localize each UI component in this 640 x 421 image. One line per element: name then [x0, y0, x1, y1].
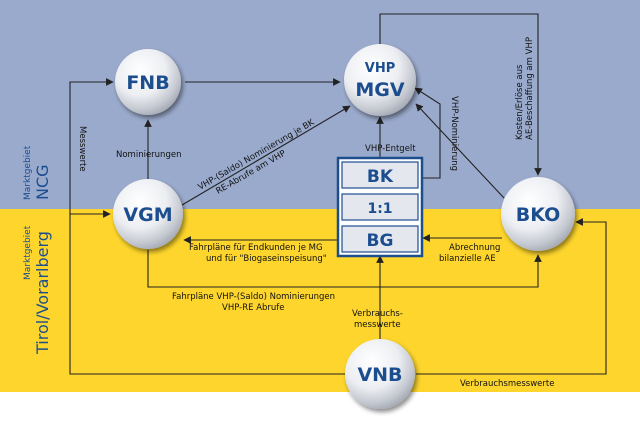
label-fahrplaene-vhp-1: Fahrpläne VHP-(Saldo) Nominierungen [172, 292, 335, 302]
label-nominierungen: Nominierungen [116, 150, 181, 160]
node-mgv [344, 44, 416, 116]
central-stack [336, 156, 424, 258]
bottom-strip [0, 392, 640, 421]
label-verbrauchsmesswerte: Verbrauchsmesswerte [460, 379, 554, 389]
node-mgv-label-bottom: MGV [355, 79, 405, 101]
arrow-vgm-mgv [181, 105, 351, 206]
arrow-kosten [379, 13, 542, 176]
node-bko-label: BKO [516, 204, 561, 226]
region-top-label-small: Marktgebiet [23, 145, 33, 200]
label-kosten-1: Kosten/Erlöse aus [515, 64, 525, 140]
label-kosten-2: AE-Beschaffung am VHP [525, 37, 535, 140]
label-vhp-entgelt: VHP-Entgelt [365, 144, 416, 154]
arrow-fahrplaene-vhp [147, 250, 542, 288]
label-abrechnung-1: Abrechnung [449, 243, 500, 253]
box-one-to-one: 1:1 [367, 201, 392, 217]
box-bg: BG [367, 231, 394, 251]
label-verbrauchs-1: Verbrauchs- [352, 309, 403, 319]
region-top-label-big: NCG [33, 164, 52, 200]
node-vnb-label: VNB [357, 364, 402, 386]
label-messwerte: Messwerte [77, 126, 87, 172]
region-bottom-label-big: Tirol/Vorarlberg [33, 231, 52, 355]
label-fahrplaene-1: Fahrpläne für Endkunden je MG [189, 243, 323, 253]
box-bk: BK [367, 167, 394, 187]
node-fnb [115, 49, 181, 115]
label-abrechnung-2: bilanzielle AE [439, 254, 496, 264]
node-fnb-label: FNB [126, 72, 169, 94]
arrow-bko-mgv [415, 103, 505, 199]
arrow-verbrauchs-bko [416, 218, 607, 375]
label-vhp-nominierung: VHP-Nominierung [449, 96, 459, 171]
node-mgv-label-top: VHP [365, 61, 395, 76]
label-verbrauchs-2: messwerte [354, 320, 401, 330]
arrow-messwerte [69, 78, 350, 375]
arrow-vhp-nominierung [414, 87, 441, 179]
node-vnb [345, 339, 415, 409]
node-vgm [113, 179, 183, 249]
label-fahrplaene-vhp-2: VHP-RE Abrufe [222, 303, 285, 313]
node-bko [501, 177, 575, 251]
region-top-ncg [0, 0, 640, 209]
region-bottom-label-small: Marktgebiet [23, 225, 33, 280]
node-vgm-label: VGM [123, 204, 172, 226]
label-fahrplaene-2: und für "Biogaseinspeisung" [206, 254, 327, 264]
